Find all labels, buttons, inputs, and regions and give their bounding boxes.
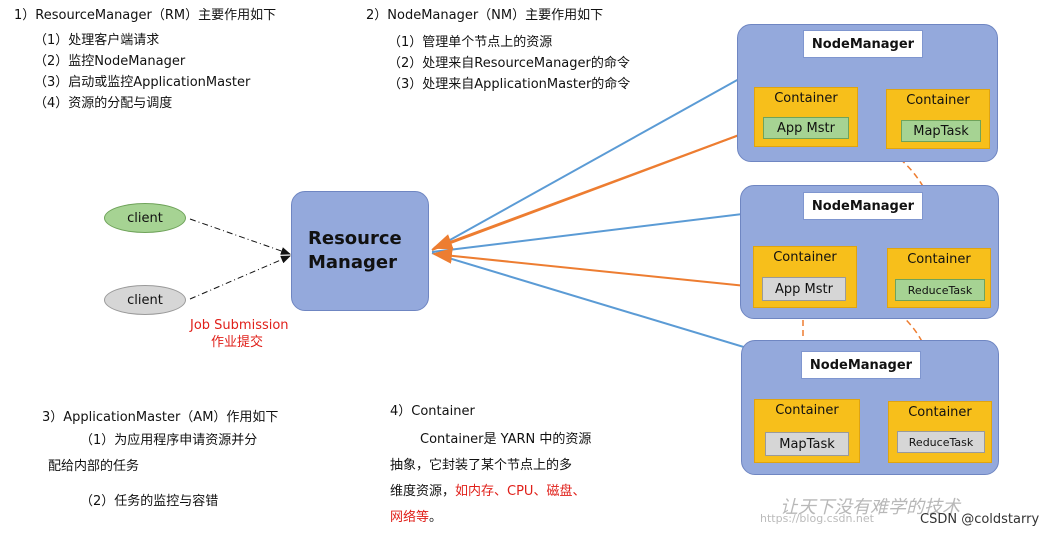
node3-container-maptask: Container MapTask bbox=[754, 399, 860, 463]
appmstr1-to-rm-line bbox=[432, 127, 759, 250]
node2-container1-title: Container bbox=[773, 250, 837, 265]
client-gray: client bbox=[104, 285, 186, 315]
am-item-1-line1: （1）为应用程序申请资源并分 bbox=[80, 433, 258, 448]
node-manager-2: NodeManager Container App Mstr Container… bbox=[740, 185, 999, 319]
client2-to-rm-line bbox=[189, 255, 291, 300]
node3-maptask: MapTask bbox=[765, 432, 849, 456]
watermark-url: https://blog.csdn.net bbox=[760, 512, 874, 525]
watermark-slogan: 让天下没有难学的技术 bbox=[780, 497, 960, 518]
nm-section-title: 2）NodeManager（NM）主要作用如下 bbox=[366, 8, 604, 23]
node-manager-3: NodeManager Container MapTask Container … bbox=[741, 340, 999, 475]
nm-item-3: （3）处理来自ApplicationMaster的命令 bbox=[388, 77, 631, 92]
csdn-credit: CSDN @coldstarry bbox=[920, 512, 1040, 527]
rm-to-nm2-line bbox=[431, 201, 802, 253]
appmstr2-to-rm-line bbox=[432, 247, 757, 288]
container-desc-line3-prefix: 维度资源， bbox=[390, 484, 456, 499]
node2-container-appmstr: Container App Mstr bbox=[753, 246, 857, 308]
container-desc-line3-red: 如内存、CPU、磁盘、 bbox=[455, 484, 586, 499]
container-desc-line4-red: 网络等 bbox=[390, 510, 430, 525]
rm-label-line2: Manager bbox=[308, 252, 397, 273]
node2-container-reducetask: Container ReduceTask bbox=[887, 248, 991, 308]
node1-container1-title: Container bbox=[774, 91, 838, 106]
node2-appmstr: App Mstr bbox=[762, 277, 846, 301]
node1-appmstr: App Mstr bbox=[763, 117, 849, 139]
node2-reducetask: ReduceTask bbox=[895, 279, 985, 301]
container-desc-line1: Container是 YARN 中的资源 bbox=[420, 432, 592, 447]
job-submission-en: Job Submission bbox=[190, 318, 289, 333]
container-desc-line4: 网络等。 bbox=[390, 510, 442, 526]
node-manager-1: NodeManager Container App Mstr Container… bbox=[737, 24, 998, 162]
node1-maptask: MapTask bbox=[901, 120, 981, 142]
nm-item-2: （2）处理来自ResourceManager的命令 bbox=[388, 56, 630, 71]
am-section-title: 3）ApplicationMaster（AM）作用如下 bbox=[42, 410, 279, 425]
rm-to-nm3-line bbox=[431, 252, 802, 367]
node3-reducetask: ReduceTask bbox=[897, 431, 985, 453]
node1-container-appmstr: Container App Mstr bbox=[754, 87, 858, 147]
client-green: client bbox=[104, 203, 186, 233]
rm-item-3: （3）启动或监控ApplicationMaster bbox=[34, 75, 251, 90]
job-submission-zh: 作业提交 bbox=[211, 335, 264, 350]
node3-container-reducetask: Container ReduceTask bbox=[888, 401, 992, 463]
node-manager-3-label: NodeManager bbox=[801, 351, 921, 379]
node3-container2-title: Container bbox=[908, 405, 972, 420]
rm-item-2: （2）监控NodeManager bbox=[34, 54, 186, 69]
node1-container2-title: Container bbox=[906, 93, 970, 108]
node-manager-1-label: NodeManager bbox=[803, 30, 923, 58]
rm-item-4: （4）资源的分配与调度 bbox=[34, 96, 173, 111]
node1-container-maptask: Container MapTask bbox=[886, 89, 990, 149]
nm-item-1: （1）管理单个节点上的资源 bbox=[388, 35, 553, 50]
container-desc-line3: 维度资源，如内存、CPU、磁盘、 bbox=[390, 484, 585, 500]
container-desc-line4-suffix: 。 bbox=[429, 510, 443, 525]
node-manager-2-label: NodeManager bbox=[803, 192, 923, 220]
am-item-2: （2）任务的监控与容错 bbox=[80, 494, 219, 509]
client1-to-rm-line bbox=[189, 218, 291, 255]
node2-container2-title: Container bbox=[907, 252, 971, 267]
container-section-title: 4）Container bbox=[390, 404, 475, 419]
rm-item-1: （1）处理客户端请求 bbox=[34, 33, 160, 48]
node3-container1-title: Container bbox=[775, 403, 839, 418]
am-item-1-line2: 配给内部的任务 bbox=[48, 459, 140, 474]
resource-manager-box: Resource Manager bbox=[291, 191, 429, 311]
container-desc-line2: 抽象，它封装了某个节点上的多 bbox=[390, 458, 573, 473]
rm-label-line1: Resource bbox=[308, 228, 402, 249]
rm-section-title: 1）ResourceManager（RM）主要作用如下 bbox=[14, 8, 277, 23]
